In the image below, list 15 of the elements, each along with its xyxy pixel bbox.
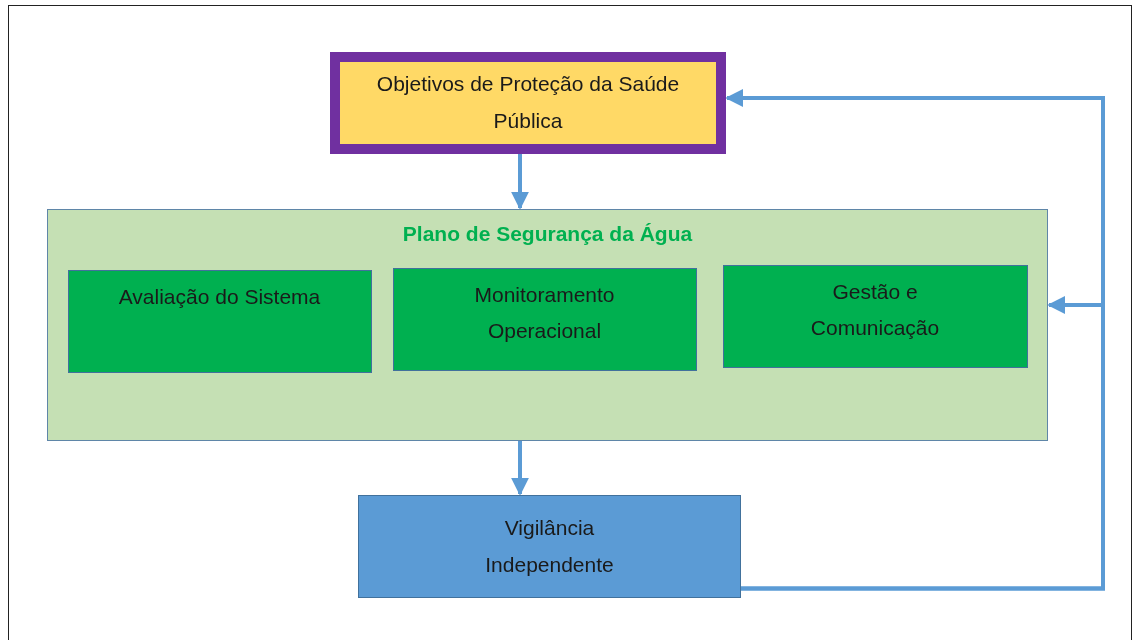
panel-title: Plano de Segurança da Água bbox=[402, 221, 693, 247]
process-box bbox=[392, 267, 697, 371]
process-box bbox=[358, 495, 741, 598]
process-box bbox=[722, 264, 1028, 368]
arrow bbox=[511, 154, 529, 210]
box-label: Gestão e Comunicação bbox=[809, 278, 941, 342]
box-label: Avaliação do Sistema bbox=[118, 283, 321, 310]
arrow bbox=[741, 296, 1105, 591]
process-box bbox=[67, 269, 372, 373]
arrow bbox=[511, 441, 529, 496]
box-label: Objetivos de Proteção da Saúde Pública bbox=[375, 71, 681, 134]
box-label: Monitoramento Operacional bbox=[473, 281, 616, 345]
plan-panel bbox=[47, 209, 1048, 441]
box-label: Vigilância Independente bbox=[484, 514, 615, 578]
objective-box bbox=[330, 52, 726, 154]
